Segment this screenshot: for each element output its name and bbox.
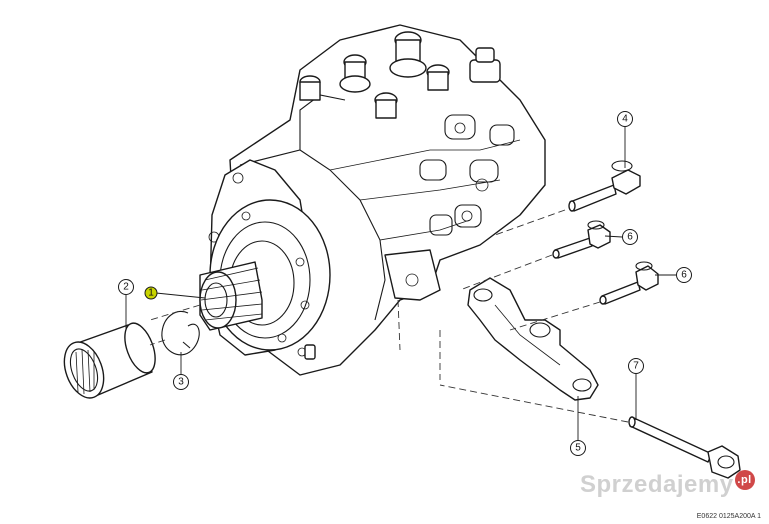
callout-6-lower-label: 6 — [681, 270, 687, 281]
callout-2-label: 2 — [123, 282, 129, 293]
callout-5-label: 5 — [575, 443, 581, 454]
watermark-badge: .pl — [734, 470, 755, 490]
callout-2[interactable]: 2 — [118, 279, 134, 295]
top-fittings — [299, 31, 501, 119]
callout-3-label: 3 — [178, 377, 184, 388]
bolt-4 — [568, 160, 641, 212]
needle-bearing-sleeve — [63, 322, 156, 399]
splined-drive-shaft — [199, 261, 263, 331]
callout-6-upper-label: 6 — [627, 232, 633, 243]
callout-1-label: 1 — [148, 288, 154, 299]
leader-lines — [125, 126, 676, 448]
callout-1[interactable]: 1 — [144, 286, 158, 300]
retaining-snap-ring — [161, 310, 200, 356]
callout-4[interactable]: 4 — [617, 111, 633, 127]
assembly-guide-lines — [149, 209, 629, 423]
reference-code: E0622 0125A200A 1 — [696, 513, 761, 520]
callout-4-label: 4 — [622, 114, 628, 125]
bolt-7 — [628, 416, 741, 479]
bolt-6-upper — [552, 220, 611, 259]
watermark: Sprzedajemy.pl — [580, 470, 755, 499]
callout-5[interactable]: 5 — [570, 440, 586, 456]
callout-3[interactable]: 3 — [173, 374, 189, 390]
callout-6-upper[interactable]: 6 — [622, 229, 638, 245]
mounting-bracket — [467, 277, 599, 401]
bolt-6-lower — [599, 261, 659, 305]
callout-7[interactable]: 7 — [628, 358, 644, 374]
callout-6-lower[interactable]: 6 — [676, 267, 692, 283]
watermark-text: Sprzedajemy — [580, 471, 734, 498]
callout-7-label: 7 — [633, 361, 639, 372]
